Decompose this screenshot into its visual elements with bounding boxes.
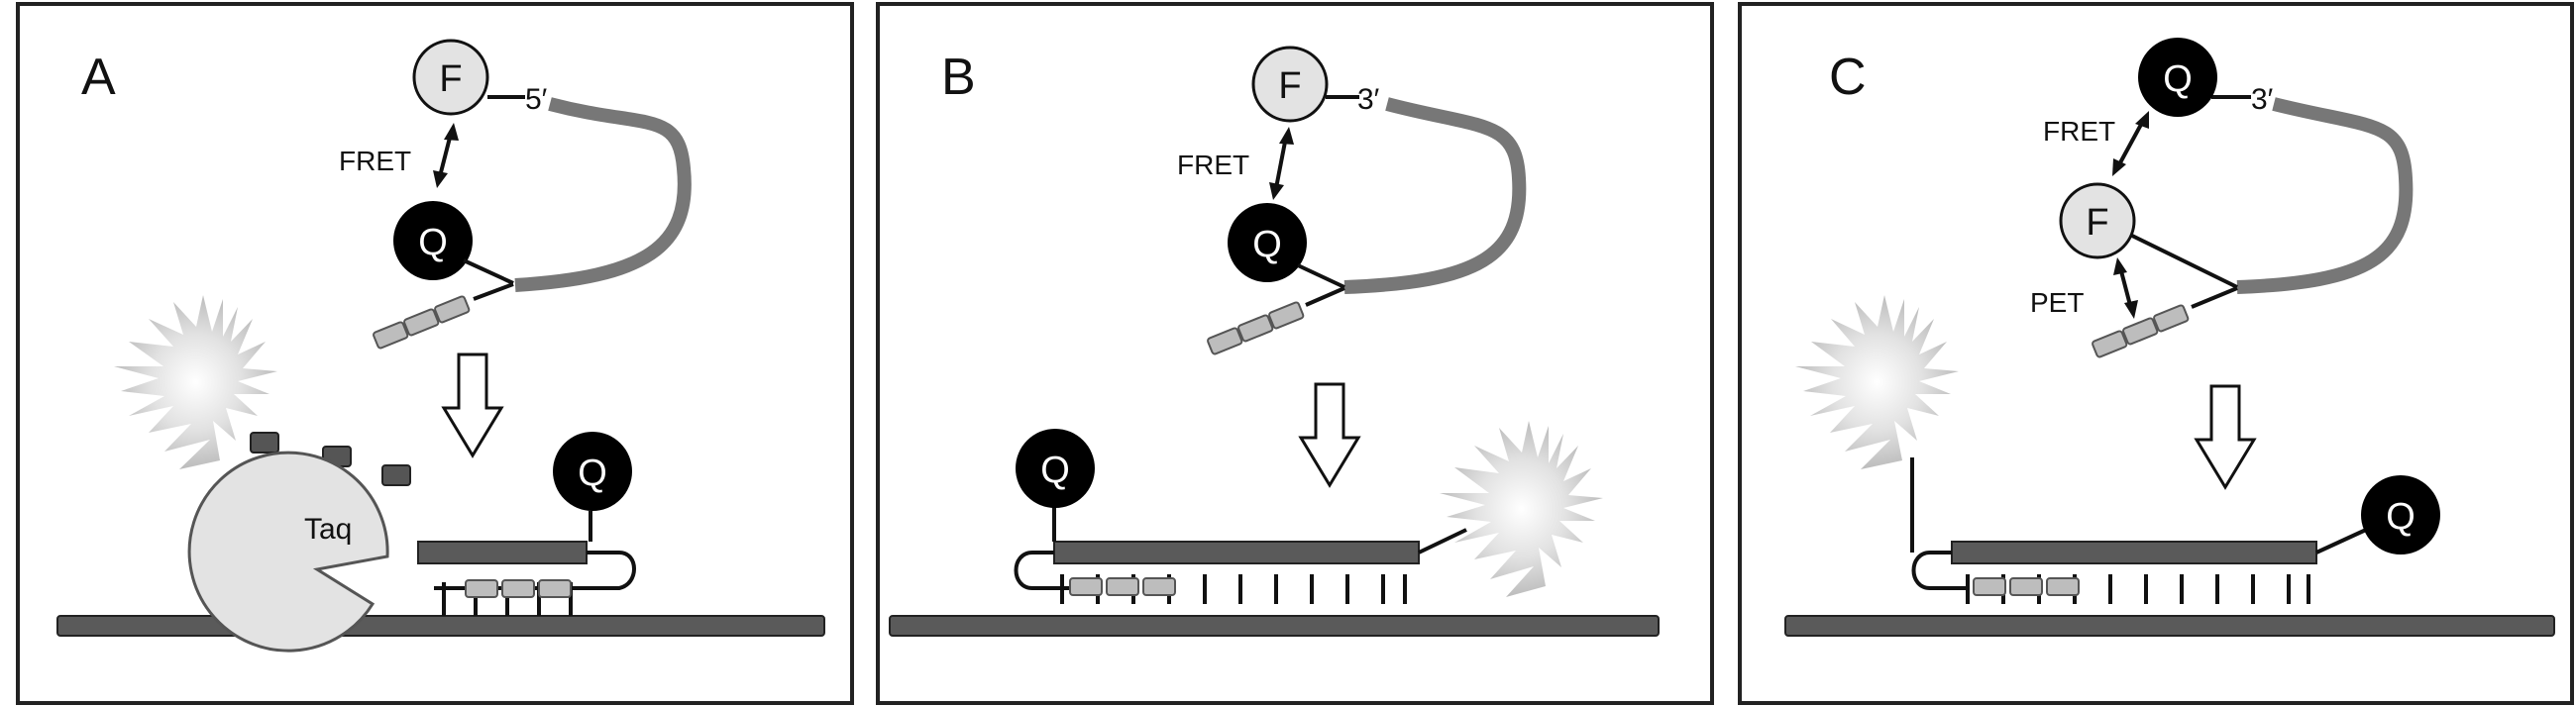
fluor-stem-b: [1418, 528, 1467, 555]
quencher-a-label: Q: [418, 222, 448, 263]
quencher-c-bound-label: Q: [2386, 496, 2415, 538]
fret-arrow-c: [2116, 120, 2145, 167]
fret-arrow-b: [1274, 136, 1288, 189]
bound-probe-b: [1053, 541, 1420, 564]
quencher-link-b: [1297, 263, 1345, 289]
template-strand-b: [889, 615, 1660, 637]
quencher-c-bound: [2361, 475, 2440, 555]
quencher-link-a: [463, 258, 514, 285]
fluorophore-c: [2059, 182, 2136, 259]
end-label-b: 3′: [1357, 83, 1380, 116]
quencher-a-bound-label: Q: [578, 453, 607, 494]
quencher-b-label: Q: [1252, 224, 1282, 265]
quencher-c: [2138, 38, 2217, 117]
panel-b: B 3′ F FRET Q Q: [876, 2, 1714, 705]
base-link-c: [2191, 286, 2238, 309]
template-strand-a: [56, 615, 825, 637]
quencher-stem-c: [2315, 528, 2367, 555]
fret-label-b: FRET: [1177, 150, 1249, 180]
pet-label-c: PET: [2030, 287, 2084, 318]
quencher-b-bound: [1016, 429, 1095, 508]
burst-c: [1795, 295, 1959, 469]
panel-c: C 3′ Q FRET F PET: [1738, 2, 2574, 705]
down-arrow-a: [441, 353, 504, 458]
fluorophore-b: [1251, 46, 1329, 123]
bound-probe-c: [1951, 541, 2317, 564]
pet-arrowhead-c-bottom: [2124, 300, 2138, 319]
fluorophore-b-label: F: [1278, 65, 1301, 107]
fret-arrowhead-a-top: [444, 123, 459, 141]
quencher-a: [393, 201, 473, 280]
probe-loop-a: [434, 551, 636, 590]
fret-arrowhead-a-bottom: [433, 170, 448, 188]
burst-a: [114, 295, 277, 469]
fret-arrow-a: [438, 133, 453, 177]
down-arrow-c: [2194, 384, 2257, 490]
probe-tail-a: [514, 97, 692, 292]
quencher-b: [1228, 203, 1307, 282]
minor-groove-binder-c-bound: [1973, 577, 2080, 596]
fret-label-a: FRET: [339, 146, 411, 176]
probe-tail-c: [2236, 97, 2414, 294]
minor-groove-binder-c: [2092, 304, 2190, 358]
fluorophore-a-label: F: [439, 58, 462, 100]
fret-arrowhead-b-top: [1279, 127, 1294, 145]
bound-probe-a: [417, 541, 588, 564]
taq-label: Taq: [304, 513, 352, 546]
taq-polymerase: [187, 451, 389, 653]
quencher-a-bound: [553, 432, 632, 511]
fret-arrowhead-c-bottom: [2112, 158, 2126, 176]
minor-groove-binder-a: [373, 295, 471, 350]
end-label-c: 3′: [2251, 83, 2274, 116]
minor-groove-binder-a-bound: [465, 579, 572, 598]
probe-loop-b: [1014, 551, 1070, 590]
fluorophore-c-label: F: [2086, 202, 2108, 244]
burst-b: [1440, 421, 1603, 597]
fluor-link-c: [2131, 234, 2238, 289]
panel-b-letter: B: [941, 49, 976, 106]
minor-groove-binder-b: [1207, 301, 1305, 355]
fret-label-c: FRET: [2043, 116, 2115, 147]
down-arrow-b: [1298, 382, 1361, 488]
base-link-b: [1305, 286, 1345, 307]
quencher-c-label: Q: [2163, 58, 2193, 100]
minor-groove-binder-b-bound: [1069, 577, 1176, 596]
template-strand-c: [1784, 615, 2555, 637]
fret-arrowhead-b-bottom: [1269, 182, 1284, 200]
quencher-b-bound-label: Q: [1040, 450, 1070, 491]
probe-tail-b: [1343, 97, 1527, 294]
base-link-a: [473, 282, 514, 301]
probe-loop-c: [1911, 551, 1968, 590]
end-label-a: 5′: [525, 83, 548, 116]
pet-arrowhead-c-top: [2113, 257, 2127, 275]
panel-a-letter: A: [81, 49, 116, 106]
fluorophore-a: [412, 39, 489, 116]
panel-a: A 5′ F FRET Q: [16, 2, 854, 705]
panel-c-letter: C: [1829, 49, 1867, 106]
fret-arrowhead-c-top: [2135, 111, 2149, 129]
